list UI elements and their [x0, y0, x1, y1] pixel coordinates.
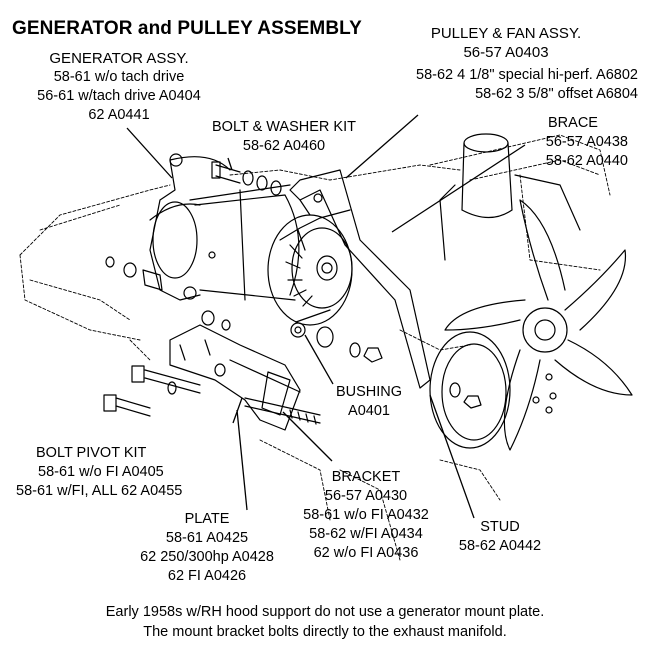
stud-washers — [449, 382, 482, 409]
pivot-bolt — [103, 363, 321, 425]
bushing-label: BUSHING A0401 — [326, 383, 412, 421]
pulley-fan-title: PULLEY & FAN ASSY. — [430, 25, 582, 42]
plate-line-1: 58-61 A0425 — [165, 530, 249, 546]
bolt-pivot-label: BOLT PIVOT KIT 58-61 w/o FI A0405 58-61 … — [16, 444, 246, 501]
bolt-pivot-line-1: 58-61 w/o FI A0405 — [38, 464, 164, 480]
pivot-bracket — [169, 324, 301, 431]
pulley-fan-line-2: 58-62 4 1/8" special hi-perf. A6802 — [416, 67, 638, 83]
brace-label: BRACE 56-57 A0438 58-62 A0440 — [518, 114, 628, 171]
diagram-title: GENERATOR and PULLEY ASSEMBLY — [12, 18, 362, 39]
left-washers — [105, 256, 231, 331]
stud-title: STUD — [480, 519, 520, 535]
bushing-stack — [316, 326, 383, 363]
bolt-pivot-title: BOLT PIVOT KIT — [36, 445, 147, 461]
plate-line-3: 62 FI A0426 — [167, 568, 247, 584]
bracket-line-1: 56-57 A0430 — [324, 488, 408, 504]
bushing-title: BUSHING — [335, 384, 403, 400]
footer-line-2: The mount bracket bolts directly to the … — [143, 624, 507, 640]
plate-line-2: 62 250/300hp A0428 — [140, 549, 274, 565]
bolt-pivot-line-2: 58-61 w/FI, ALL 62 A0455 — [16, 483, 183, 499]
footer-note: Early 1958s w/RH hood support do not use… — [0, 602, 650, 642]
generator-line-1: 58-61 w/o tach drive — [53, 69, 185, 85]
brace-line-1: 56-57 A0438 — [545, 134, 628, 150]
generator-title: GENERATOR ASSY. — [49, 50, 189, 67]
plate-title: PLATE — [184, 511, 230, 527]
generator-line-3: 62 A0441 — [88, 107, 150, 123]
bolt-washer-line-1: 58-62 A0460 — [242, 138, 326, 154]
pulley-fan-label: PULLEY & FAN ASSY. 56-57 A0403 — [416, 24, 596, 62]
bolt-washer-label: BOLT & WASHER KIT 58-62 A0460 — [204, 118, 364, 156]
pulley-fan-line-3: 58-62 3 5/8" offset A6804 — [475, 86, 638, 102]
pulley-fan-line-1: 56-57 A0403 — [463, 44, 549, 61]
fan-blades — [444, 199, 633, 451]
brace-line-2: 58-62 A0440 — [545, 153, 628, 169]
bracket-title: BRACKET — [331, 469, 401, 485]
bracket-line-4: 62 w/o FI A0436 — [313, 545, 419, 561]
generator-line-2: 56-61 w/tach drive A0404 — [37, 88, 201, 104]
generator-label: GENERATOR ASSY. 58-61 w/o tach drive 56-… — [12, 49, 226, 125]
stud-line-1: 58-62 A0442 — [458, 538, 542, 554]
leader-lines — [126, 114, 526, 519]
bolt-washer-kit — [211, 161, 282, 196]
water-pump-housing — [439, 133, 581, 261]
generator-body — [149, 153, 300, 301]
fan-pulley — [429, 331, 511, 449]
engine-block-outline — [19, 134, 611, 561]
bolt-washer-title: BOLT & WASHER KIT — [212, 119, 356, 135]
bracket-line-2: 58-61 w/o FI A0432 — [303, 507, 429, 523]
generator-pulley — [267, 209, 353, 338]
brace-arm — [289, 169, 431, 389]
pulley-fan-variants: 58-62 4 1/8" special hi-perf. A6802 58-6… — [376, 66, 638, 104]
bracket-label: BRACKET 56-57 A0430 58-61 w/o FI A0432 5… — [282, 468, 450, 563]
plate-label: PLATE 58-61 A0425 62 250/300hp A0428 62 … — [124, 510, 290, 586]
brace-title: BRACE — [548, 115, 598, 131]
bracket-line-3: 58-62 w/FI A0434 — [309, 526, 423, 542]
stud-label: STUD 58-62 A0442 — [446, 518, 554, 556]
bushing-line-1: A0401 — [348, 403, 390, 419]
footer-line-1: Early 1958s w/RH hood support do not use… — [105, 604, 545, 620]
